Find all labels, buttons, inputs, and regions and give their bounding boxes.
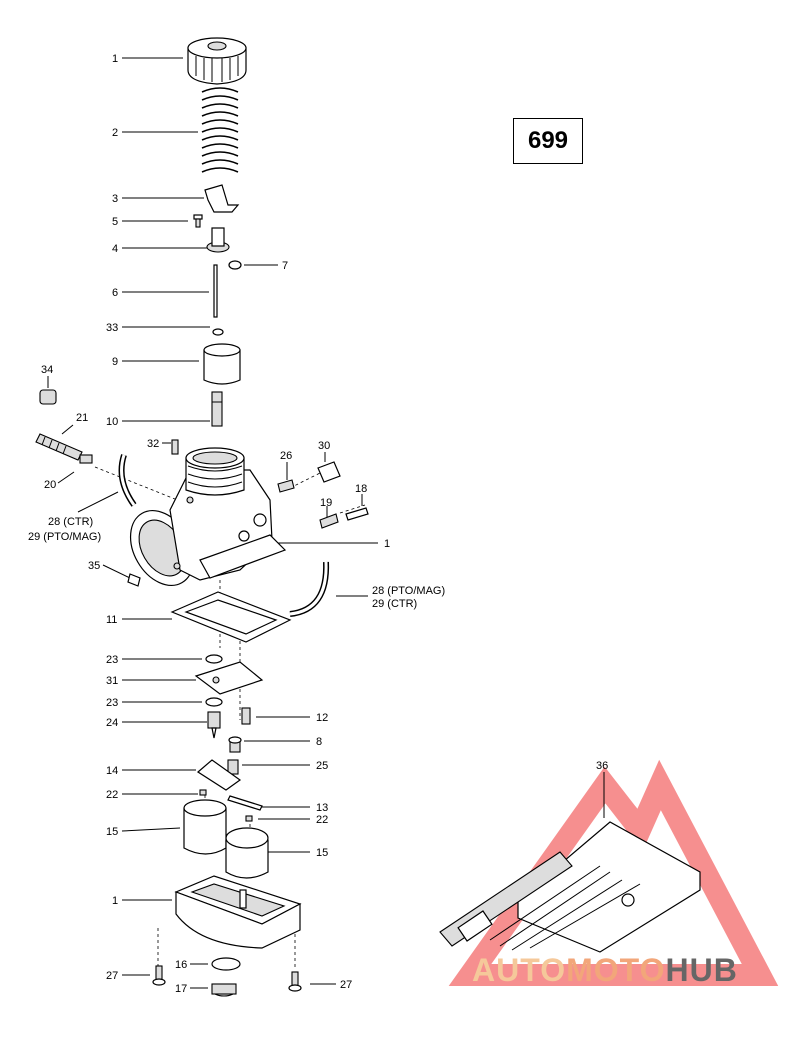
callout-label: 28 (PTO/MAG) bbox=[372, 585, 445, 597]
callout-label: 15 bbox=[106, 826, 118, 838]
callout-labels: 1 2 3 5 4 7 6 33 9 34 10 21 32 30 26 20 … bbox=[28, 53, 608, 995]
float-left-part bbox=[183, 799, 227, 855]
needle-clip-part bbox=[206, 227, 230, 253]
callout-label: 15 bbox=[316, 847, 328, 859]
callout-label: 30 bbox=[318, 440, 330, 452]
pilot-jet-part bbox=[241, 707, 251, 725]
callout-label: 7 bbox=[282, 260, 288, 272]
callout-label: 1 bbox=[112, 895, 118, 907]
needle-part bbox=[213, 264, 218, 318]
callout-label: 10 bbox=[106, 416, 118, 428]
callout-label: 1 bbox=[384, 538, 390, 550]
hose-left-part bbox=[118, 454, 137, 507]
watermark-part-moto: MOTO bbox=[566, 952, 666, 988]
bowl-screw-right-part bbox=[288, 971, 302, 992]
float-right-part bbox=[225, 827, 269, 879]
screw-part bbox=[193, 214, 203, 228]
callout-label: 14 bbox=[106, 765, 118, 777]
callout-label: 2 bbox=[112, 127, 118, 139]
callout-label: 25 bbox=[316, 760, 328, 772]
callout-label: 28 (CTR) bbox=[48, 516, 93, 528]
callout-label: 24 bbox=[106, 717, 118, 729]
slide-part bbox=[203, 343, 241, 385]
drain-plug-part bbox=[211, 983, 237, 997]
clip-part bbox=[212, 328, 224, 336]
callout-label: 35 bbox=[88, 560, 100, 572]
page-number: 699 bbox=[527, 127, 569, 154]
small-spring-part bbox=[79, 454, 93, 464]
idle-screw-part bbox=[277, 479, 295, 493]
callout-label: 8 bbox=[316, 736, 322, 748]
callout-label: 9 bbox=[112, 356, 118, 368]
callout-label: 36 bbox=[596, 760, 608, 772]
watermark-part-hub: HUB bbox=[665, 952, 738, 988]
jet-needle-part bbox=[211, 391, 223, 427]
callout-label: 12 bbox=[316, 712, 328, 724]
callout-label: 4 bbox=[112, 243, 118, 255]
callout-label: 27 bbox=[340, 979, 352, 991]
callout-label: 16 bbox=[175, 959, 187, 971]
callout-label: 33 bbox=[106, 322, 118, 334]
float-bowl-part bbox=[174, 875, 302, 949]
rubber-cap-part bbox=[317, 461, 341, 483]
callout-label: 21 bbox=[76, 412, 88, 424]
bracket-part bbox=[204, 184, 240, 213]
air-fitting-part bbox=[345, 507, 369, 521]
callout-label: 11 bbox=[106, 614, 117, 626]
callout-label: 29 (CTR) bbox=[372, 598, 417, 610]
callout-label: 23 bbox=[106, 654, 118, 666]
callout-label: 22 bbox=[316, 814, 328, 826]
callout-label: 26 bbox=[280, 450, 292, 462]
callout-label: 20 bbox=[44, 479, 56, 491]
hose-right-part bbox=[289, 561, 330, 617]
callout-label: 6 bbox=[112, 287, 118, 299]
pilot-screw-part bbox=[35, 433, 83, 461]
callout-label: 1 bbox=[112, 53, 118, 65]
watermark-logo bbox=[448, 759, 779, 986]
baffle-plate-part bbox=[194, 661, 264, 695]
drain-o-ring-part bbox=[211, 957, 241, 971]
spring-part bbox=[201, 87, 239, 173]
callout-label: 13 bbox=[316, 802, 328, 814]
callout-label: 34 bbox=[41, 364, 53, 376]
washer-part bbox=[228, 260, 242, 270]
callout-label: 23 bbox=[106, 697, 118, 709]
needle-valve-part bbox=[207, 711, 221, 739]
callout-label: 27 bbox=[106, 970, 118, 982]
cap-part bbox=[187, 37, 247, 85]
watermark-part-auto: AUTO bbox=[472, 952, 567, 988]
callout-label: 17 bbox=[175, 983, 187, 995]
callout-label: 18 bbox=[355, 483, 367, 495]
float-arm-part bbox=[196, 759, 242, 791]
main-jet-part bbox=[228, 736, 242, 753]
pin-small-part bbox=[199, 789, 253, 822]
jet-holder-part bbox=[227, 759, 239, 775]
callout-label: 29 (PTO/MAG) bbox=[28, 531, 101, 543]
fitting-part bbox=[171, 439, 179, 455]
callout-label: 32 bbox=[147, 438, 159, 450]
tool-kit-part bbox=[439, 821, 701, 953]
callout-label: 19 bbox=[320, 497, 332, 509]
o-ring-top-part bbox=[205, 654, 223, 664]
leader-lines bbox=[47, 57, 605, 989]
float-pin-part bbox=[227, 795, 263, 811]
callout-label: 22 bbox=[106, 789, 118, 801]
sleeve-part bbox=[39, 389, 57, 405]
callout-label: 3 bbox=[112, 193, 118, 205]
callout-label: 31 bbox=[106, 675, 118, 687]
o-ring-bottom-part bbox=[205, 697, 223, 707]
watermark-text: AUTOMOTOHUB bbox=[472, 952, 738, 989]
bowl-screw-left-part bbox=[152, 965, 166, 986]
page-number-box: 699 bbox=[513, 118, 583, 164]
clamp-screw-part bbox=[127, 573, 141, 587]
adjust-screw-part bbox=[319, 513, 339, 529]
carburetor-body-part bbox=[129, 447, 287, 586]
callout-label: 5 bbox=[112, 216, 118, 228]
gasket-part bbox=[170, 591, 292, 643]
